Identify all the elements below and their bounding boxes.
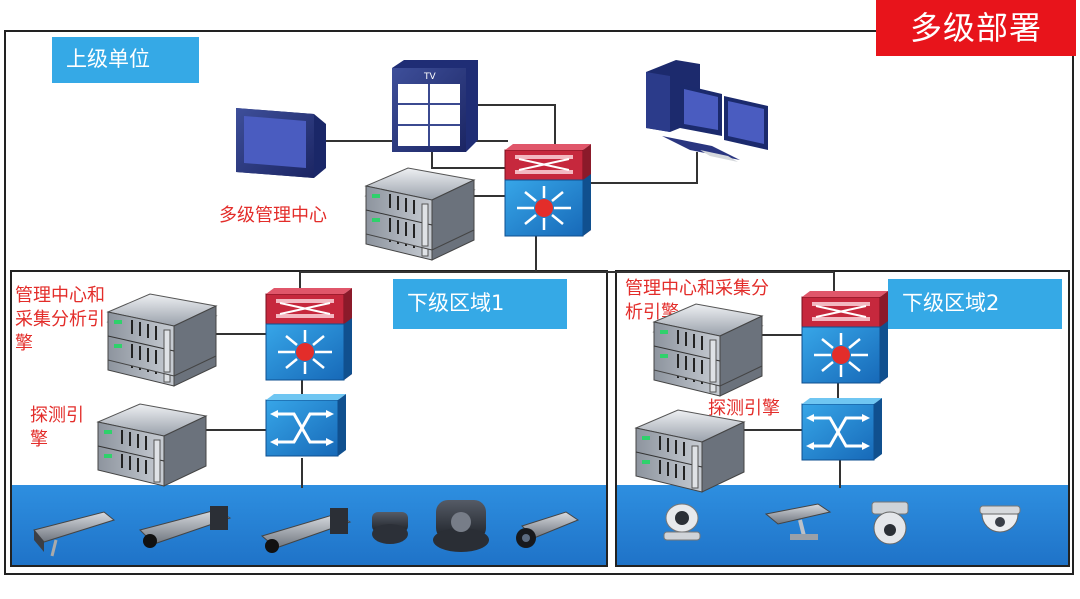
speed-dome-camera-icon — [871, 501, 909, 545]
dome-camera-icon — [979, 505, 1021, 533]
core-switch-icon — [800, 289, 890, 385]
region2-label: 下级区域2 — [888, 279, 1062, 329]
server-icon — [97, 403, 207, 487]
bullet-camera-icon — [139, 506, 232, 548]
region2-frame — [615, 270, 1070, 567]
region2-probe-label: 探测引擎 — [708, 398, 780, 419]
dome-camera-icon — [372, 512, 408, 544]
bullet-camera-icon — [260, 508, 352, 553]
tv-text: TV — [423, 72, 436, 82]
monitor-icon — [236, 108, 326, 178]
server-icon — [107, 293, 217, 377]
page-title: 多级部署 — [876, 0, 1076, 56]
server-icon — [365, 167, 475, 251]
outdoor-camera-icon — [764, 503, 832, 540]
region1-mgmt-label: 管理中心和 采集分析引 擎 — [15, 285, 105, 354]
top-unit-label: 上级单位 — [52, 37, 199, 83]
ptz-camera-icon — [663, 503, 701, 541]
server-icon — [653, 303, 763, 387]
tv-wall-icon: TV — [392, 60, 478, 152]
region1-probe-label: 探测引 擎 — [30, 405, 84, 450]
bullet-camera-icon — [33, 511, 116, 557]
multi-level-center-label: 多级管理中心 — [219, 205, 327, 226]
access-switch-icon — [800, 396, 884, 462]
access-switch-icon — [264, 392, 348, 458]
region1-label: 下级区域1 — [393, 279, 567, 329]
server-icon — [635, 409, 745, 493]
core-switch-icon — [503, 142, 593, 238]
core-switch-icon — [264, 286, 354, 382]
dome-camera-icon — [433, 500, 489, 552]
workstation-icon — [646, 60, 768, 162]
diagram-frame — [4, 30, 1074, 575]
box-camera-icon — [516, 511, 580, 548]
